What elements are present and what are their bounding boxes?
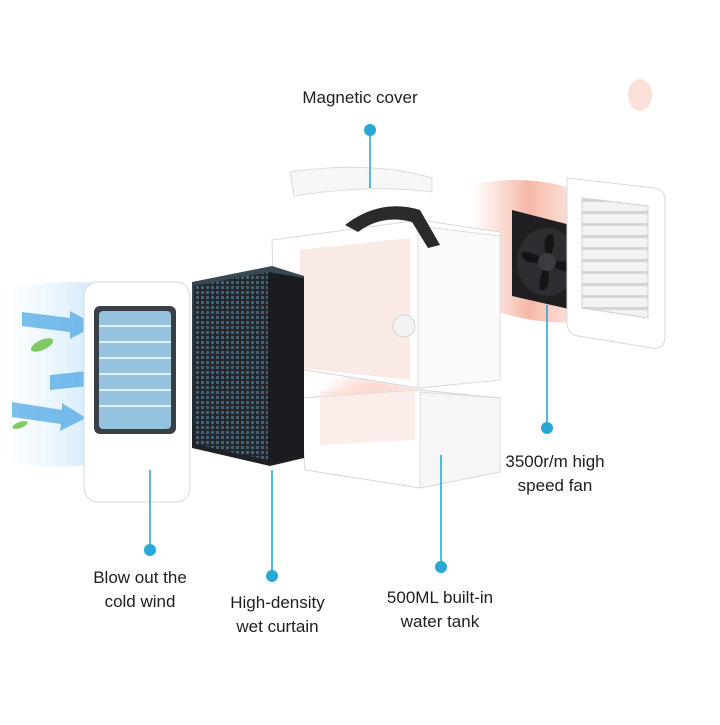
label-high-speed-fan: 3500r/m high speed fan xyxy=(505,452,605,495)
magnetic-cover-part xyxy=(289,166,433,197)
label-magnetic-cover: Magnetic cover xyxy=(302,88,418,107)
rear-grille-part xyxy=(566,177,666,349)
callout-dot-water-tank xyxy=(435,561,447,573)
water-tank-part xyxy=(299,386,501,489)
wet-curtain-part xyxy=(192,266,304,466)
label-water-tank: 500ML built-in water tank xyxy=(386,588,494,631)
label-blow-out-cold-wind: Blow out the cold wind xyxy=(93,568,187,611)
fan-part xyxy=(512,210,582,312)
callout-dot-fan xyxy=(541,422,553,434)
front-grille-part xyxy=(83,281,191,503)
callout-dot-magnetic-cover xyxy=(364,124,376,136)
callout-dot-wet-curtain xyxy=(266,570,278,582)
label-wet-curtain: High-density wet curtain xyxy=(230,593,325,636)
leader-lines xyxy=(144,124,553,582)
cooler-housing-part xyxy=(271,206,501,389)
callout-dot-blow-out xyxy=(144,544,156,556)
